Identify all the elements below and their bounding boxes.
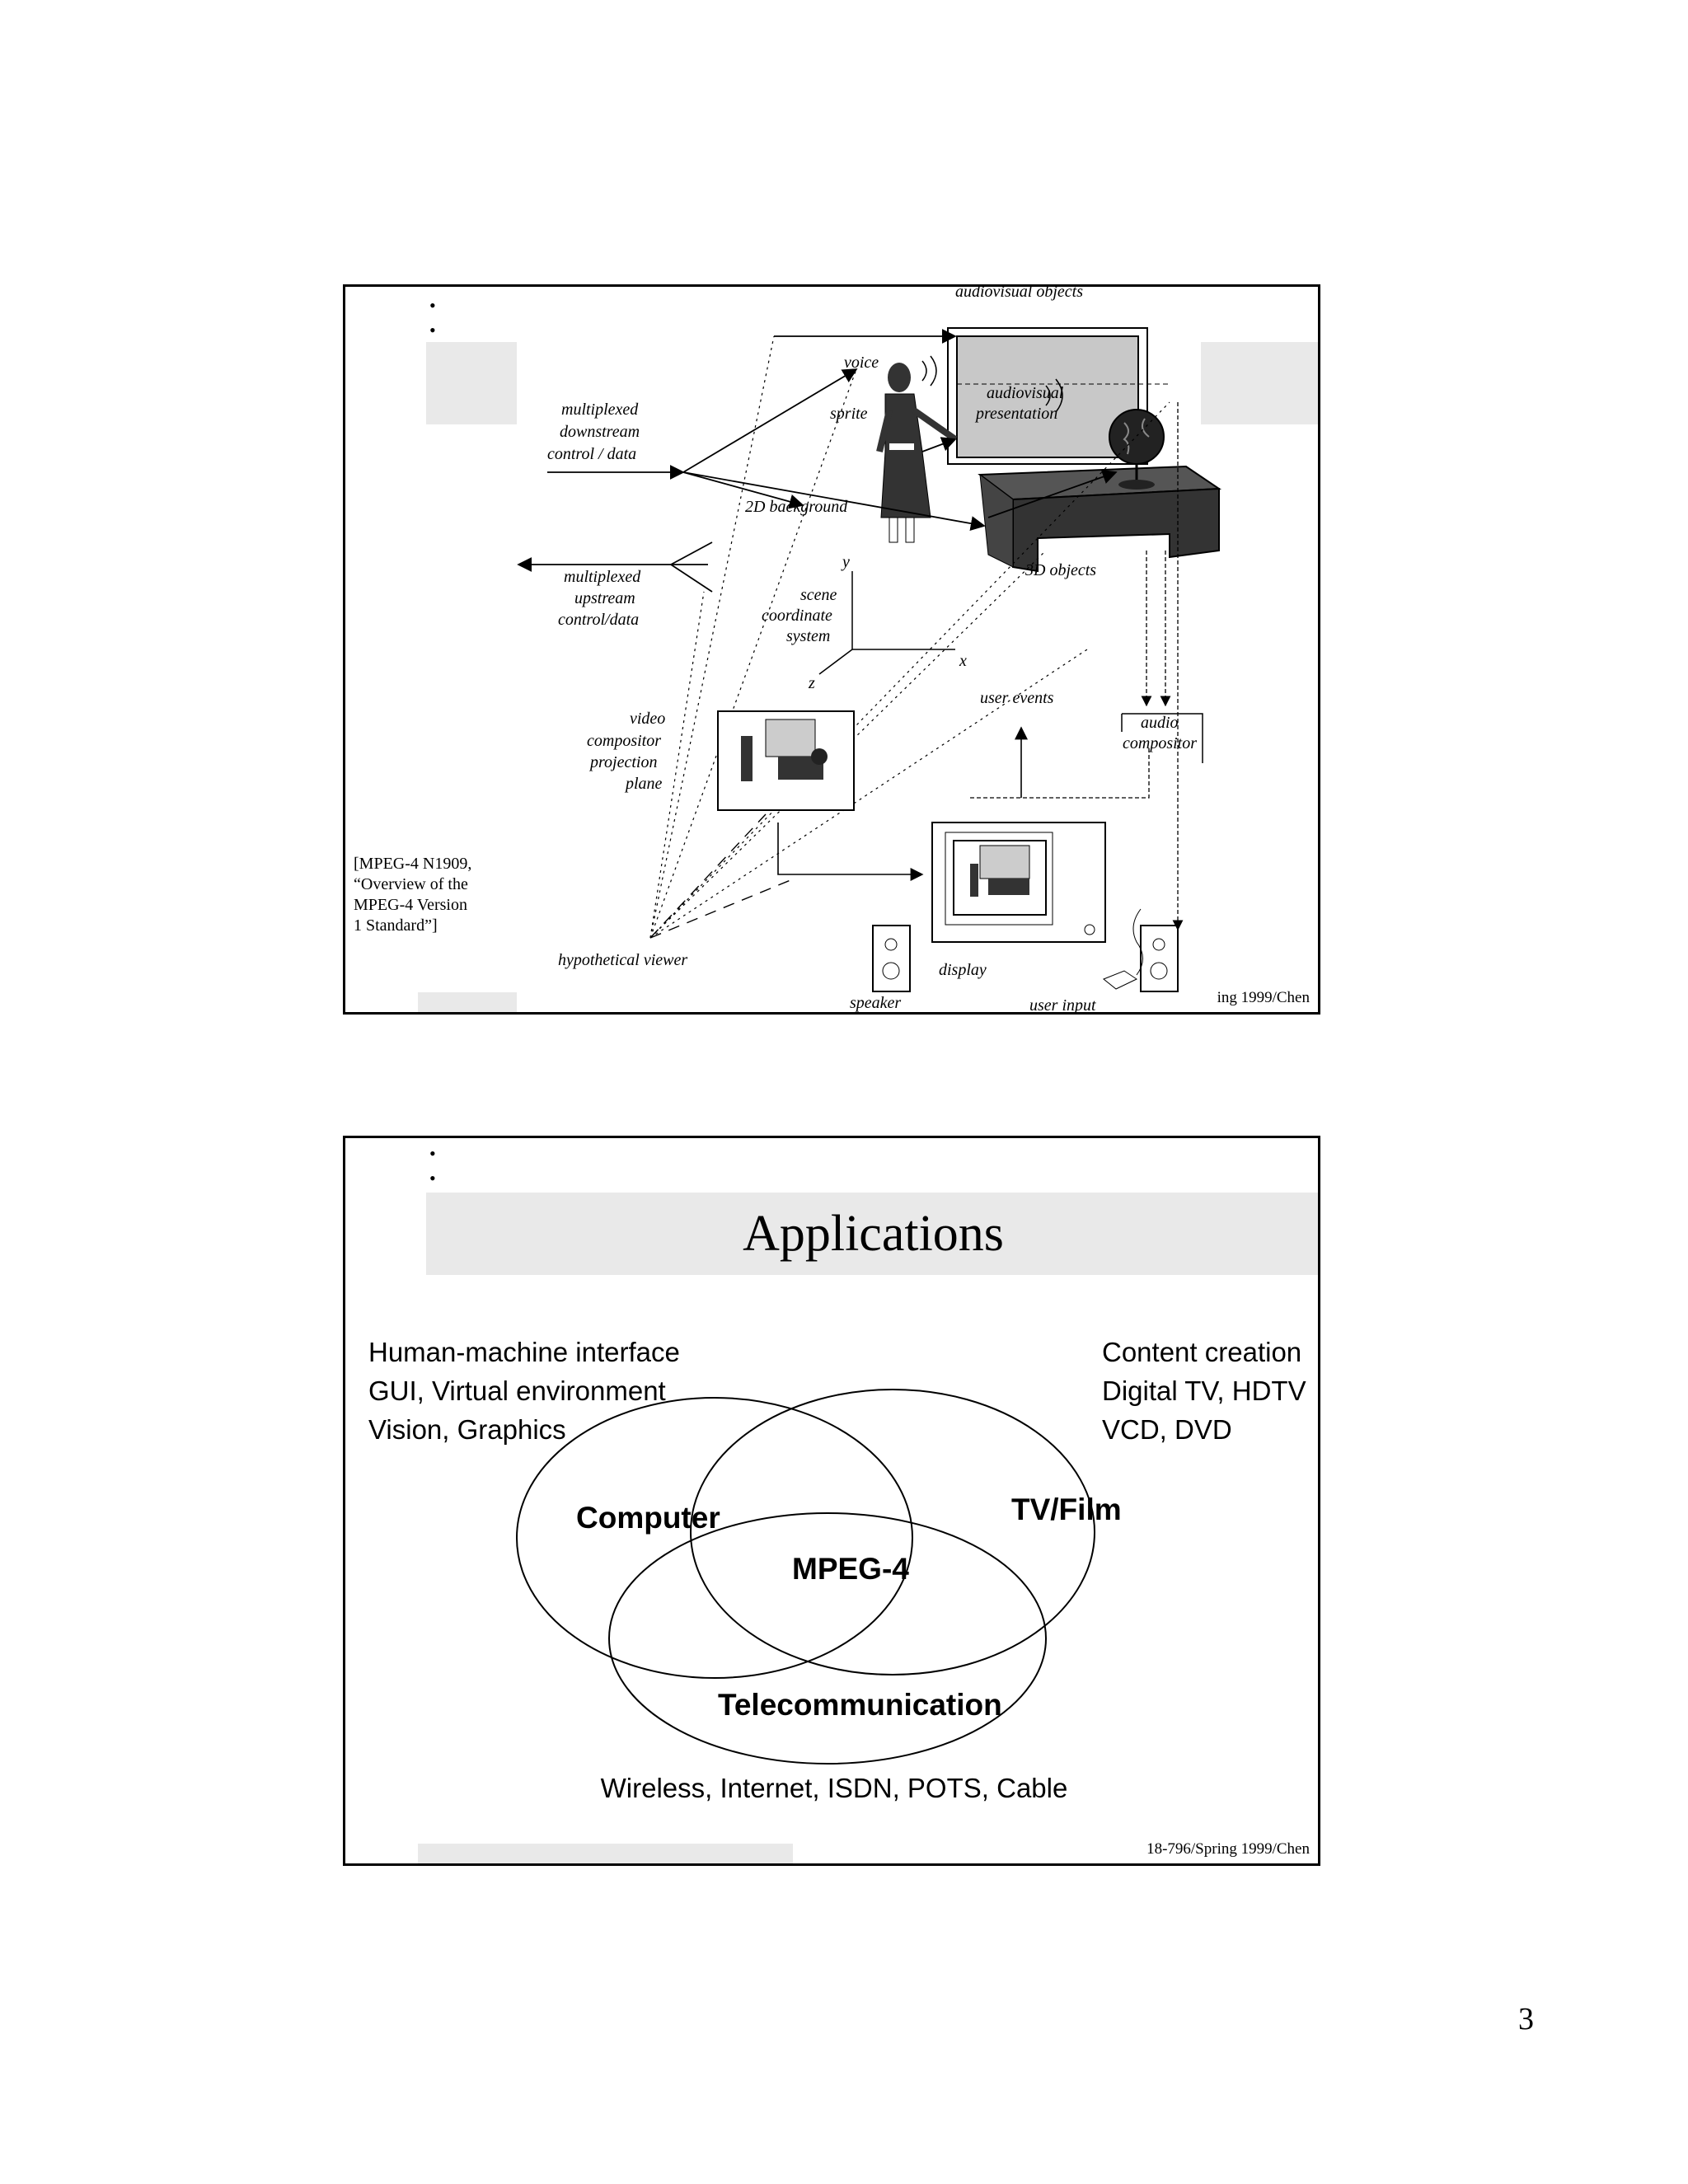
label-video-compositor: plane (624, 775, 663, 793)
slide-applications: • • • Applications Human-machine interfa… (343, 1136, 1320, 1866)
audio-paths (968, 402, 1184, 931)
computer-applications-list: Human-machine interface GUI, Virtual env… (368, 1337, 680, 1445)
upstream-arrow (517, 541, 713, 593)
footer-bar (418, 992, 517, 1012)
mpeg4-scene-diagram: audiovisual objects voice sprite audiovi… (517, 287, 1222, 1012)
label-upstream: multiplexed (564, 568, 641, 586)
label-scene: system (786, 627, 830, 645)
slide-footer: 18-796/Spring 1999/Chen (1146, 1840, 1310, 1858)
audio-compositor-box (1121, 713, 1203, 763)
sound-waves (921, 355, 1063, 413)
downstream-arrows (547, 329, 1118, 532)
coordinate-axes (818, 571, 955, 675)
title-bar-left (426, 342, 517, 424)
label-axis-y: y (841, 553, 850, 571)
label-av-presentation: audiovisual (987, 384, 1064, 402)
title-bar-right (1201, 342, 1318, 424)
label-downstream: control / data (547, 445, 636, 463)
label-sprite: sprite (830, 405, 868, 423)
user-input-device (1103, 908, 1143, 990)
viewer-to-plane-lines (649, 813, 791, 939)
label-downstream: multiplexed (561, 401, 639, 419)
label-speaker: speaker (850, 994, 901, 1012)
display-monitor (931, 822, 1106, 943)
bullet: • (429, 295, 436, 316)
desk-3d-object (978, 465, 1222, 573)
label-upstream: upstream (574, 589, 635, 607)
venn-label-telecom: Telecommunication (718, 1688, 1002, 1722)
label-axis-x: x (959, 652, 967, 670)
label-video-compositor: projection (588, 753, 657, 771)
label-audiovisual-objects: audiovisual objects (955, 287, 1083, 301)
video-compositor-plane (717, 710, 855, 811)
label-audio-compositor: compositor (1123, 734, 1197, 752)
user-events-arrow (777, 726, 1028, 881)
label-audio-compositor: audio (1141, 714, 1179, 732)
venn-diagram: Computer TV/Film MPEG-4 Telecommunicatio… (516, 1389, 1122, 1765)
bullet: • (429, 320, 436, 340)
label-video-compositor: video (630, 710, 665, 728)
page-number: 3 (1518, 2002, 1534, 2036)
label-voice: voice (844, 354, 879, 372)
slide-footer: ing 1999/Chen (1217, 989, 1310, 1006)
label-user-events: user events (980, 689, 1054, 707)
label-scene: scene (800, 586, 837, 604)
tv-film-applications-list: Content creation Digital TV, HDTV VCD, D… (1102, 1337, 1306, 1445)
projection-lines (649, 335, 1170, 939)
footer-bar (418, 1844, 793, 1863)
label-2d-background: 2D background (745, 498, 848, 516)
speaker-left-icon (872, 925, 911, 992)
label-downstream: downstream (560, 423, 640, 441)
label-av-presentation: presentation (974, 405, 1057, 423)
label-scene: coordinate (762, 607, 832, 625)
slide-title: Applications (426, 1193, 1318, 1275)
citation: [MPEG-4 N1909, “Overview of the MPEG-4 V… (354, 855, 472, 935)
bullet: • (429, 1143, 436, 1164)
label-hypothetical-viewer: hypothetical viewer (558, 951, 687, 969)
venn-circle-telecom (608, 1512, 1047, 1765)
bullet: • (429, 1168, 436, 1188)
slide-mpeg4-scene: • • • (343, 284, 1320, 1015)
label-video-compositor: compositor (587, 732, 661, 750)
venn-label-tv-film: TV/Film (1011, 1493, 1122, 1526)
telecom-applications-list: Wireless, Internet, ISDN, POTS, Cable (600, 1773, 1068, 1803)
presenter-sprite (876, 363, 958, 543)
venn-label-mpeg4: MPEG-4 (792, 1552, 909, 1586)
label-display: display (939, 961, 987, 979)
venn-circle-computer (516, 1397, 913, 1679)
label-3d-objects: 3D objects (1025, 561, 1096, 579)
label-axis-z: z (808, 674, 815, 692)
globe-icon (1109, 409, 1165, 490)
label-user-input: user input (1029, 996, 1096, 1012)
label-upstream: control/data (558, 611, 639, 629)
venn-circle-tv-film (690, 1389, 1095, 1675)
venn-label-computer: Computer (576, 1501, 720, 1535)
speaker-right-icon (1140, 925, 1179, 992)
